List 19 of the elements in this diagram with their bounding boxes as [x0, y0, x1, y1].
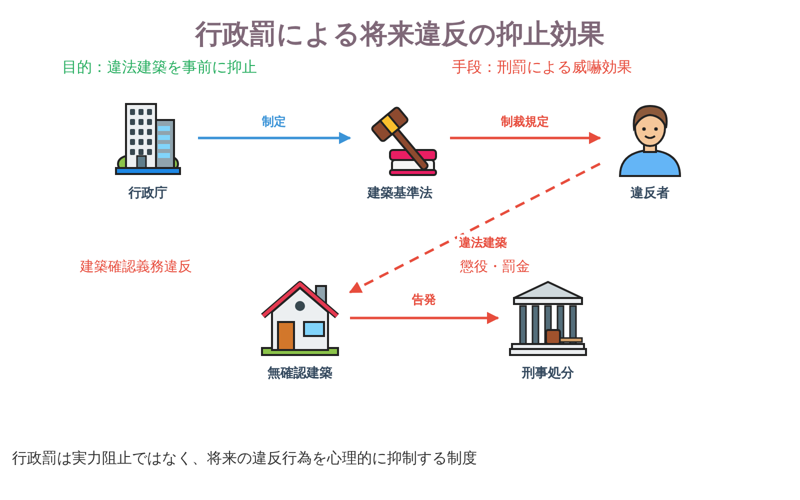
title: 行政罰による将来違反の抑止効果 [194, 18, 606, 52]
edge-label: 制定 [260, 114, 288, 130]
node-label: 違反者 [630, 185, 670, 202]
edge-label: 告発 [410, 292, 438, 308]
penalty-note: 懲役・罰金 [460, 258, 530, 276]
arrow [350, 312, 500, 324]
caption: 行政罰は実力阻止ではなく、将来の違反行為を心理的に抑制する制度 [12, 449, 477, 468]
dashed-arrow [348, 162, 601, 294]
edge-label: 制裁規定 [499, 114, 551, 130]
edge-label: 違法建築 [457, 234, 509, 252]
node-label: 建築基準法 [368, 185, 432, 202]
node-label: 行政庁 [128, 184, 168, 202]
violation-note: 建築確認義務違反 [80, 258, 192, 276]
means-note: 手段：刑罰による威嚇効果 [452, 58, 632, 77]
node-label: 刑事処分 [522, 365, 574, 382]
node-label: 無確認建築 [268, 365, 332, 382]
goal-note: 目的：違法建築を事前に抑止 [62, 58, 257, 77]
arrow [198, 132, 352, 144]
arrow [450, 132, 602, 144]
